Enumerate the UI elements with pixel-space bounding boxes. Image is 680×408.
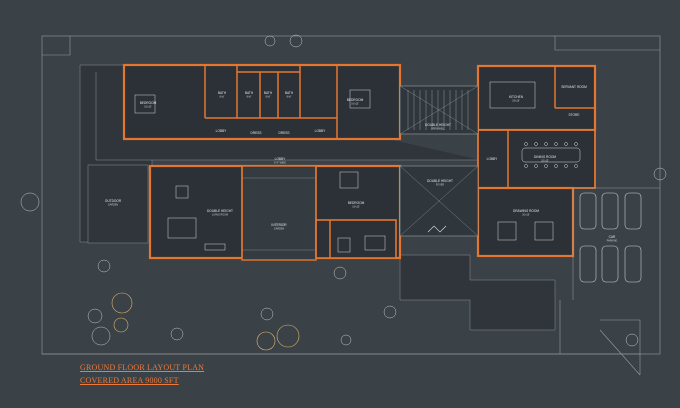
room-label: LOBBY (216, 129, 228, 133)
room-dimension: LIVING ROOM (212, 213, 228, 216)
room-dimension: 8'x6' (266, 95, 271, 98)
room-label: STORE (569, 113, 580, 117)
room-dimension: OPEN WELL (431, 127, 446, 130)
room-dimension: FOYER (436, 183, 445, 186)
plot-boundary (41, 35, 661, 376)
parked-cars (572, 187, 660, 300)
room-label: DOUBLE HEIGHT (427, 179, 453, 183)
room-label: BATH (264, 91, 273, 95)
room-dimension: 16'x15' (144, 105, 152, 108)
plan-title: GROUND FLOOR LAYOUT PLAN (80, 363, 205, 372)
room-dimension: 8'x6' (247, 95, 252, 98)
room-dimension: 16'x15' (352, 205, 360, 208)
room-label: KITCHEN (509, 95, 524, 99)
room-label: LOBBY (487, 157, 499, 161)
room-label: OUTDOOR (105, 199, 122, 203)
partitions (204, 65, 595, 258)
staircase (407, 90, 469, 130)
room-label: BATH (285, 91, 294, 95)
room-label: DOUBLE HEIGHT (207, 209, 233, 213)
room-label: BATH (218, 91, 227, 95)
room-dimension: 18'x16' (512, 99, 520, 102)
room-label: BATH (245, 91, 254, 95)
room-dimension: PARKING (607, 239, 618, 242)
room-label: INTERIOR (271, 223, 287, 227)
covered-area-title: COVERED AREA 9000 SFT (80, 376, 179, 385)
room-label: DRESS (279, 131, 290, 135)
room-label: BEDROOM (347, 98, 364, 102)
room-dimension: GARDEN (274, 227, 285, 230)
open-well-hatch (242, 85, 479, 251)
room-dimension: 20'x15' (541, 159, 549, 162)
building-walls (122, 63, 597, 261)
room-label: SERVANT ROOM (561, 85, 587, 89)
room-label: LOBBY (275, 157, 287, 161)
room-label: BEDROOM (348, 201, 365, 205)
room-label: DRAWING ROOM (513, 209, 539, 213)
room-dimension: 8'x6' (287, 95, 292, 98)
room-label: CAR (609, 235, 616, 239)
room-dimension: 20'x16' (522, 213, 530, 216)
room-label: DOUBLE HEIGHT (425, 123, 451, 127)
entrance-arrow (427, 225, 447, 233)
room-label: DINING ROOM (534, 155, 556, 159)
room-dimension: 16'x15' (351, 102, 359, 105)
room-label: LOBBY (315, 129, 327, 133)
room-dimension: 6'-0" WIDE (274, 161, 286, 164)
room-label: DRESS (251, 131, 262, 135)
room-dimension: 8'x6' (220, 95, 225, 98)
room-dimension: GARDEN (108, 203, 119, 206)
room-label: BEDROOM (140, 101, 157, 105)
furniture (134, 81, 581, 253)
room-labels: BEDROOM16'x15'BATH8'x6'BATH8'x6'BATH8'x6… (105, 85, 618, 242)
trees (20, 34, 667, 351)
